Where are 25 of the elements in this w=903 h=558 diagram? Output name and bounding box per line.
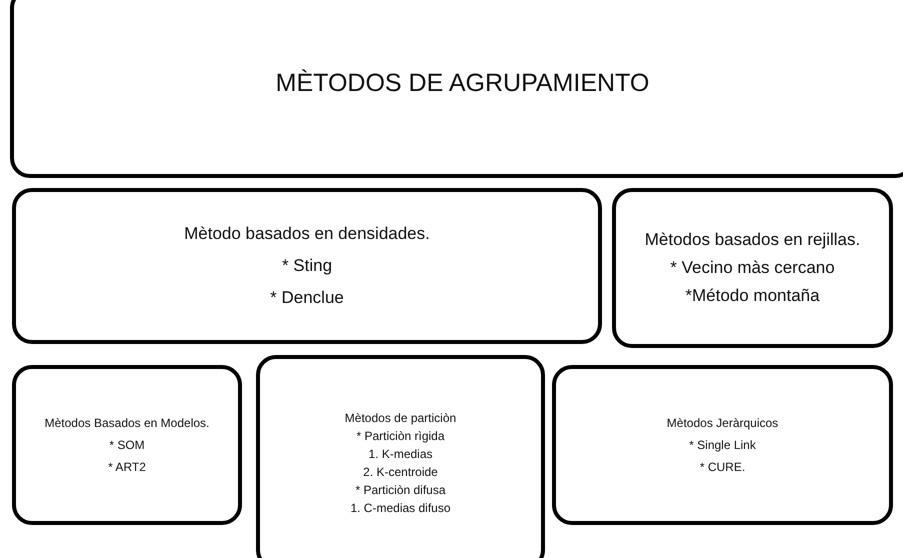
list-item: * Denclue <box>270 288 344 308</box>
list-item: * Particiòn difusa <box>355 482 446 496</box>
category-heading: Mètodos de particiòn <box>344 410 456 424</box>
list-item: * SOM <box>109 438 145 452</box>
list-item: 1. C-medias difuso <box>350 500 451 514</box>
category-box <box>612 188 893 348</box>
list-item: 2. K-centroide <box>363 464 438 478</box>
category-box <box>12 365 242 525</box>
list-item: *Método montaña <box>685 286 820 306</box>
category-heading: Mètodos Basados en Modelos. <box>44 416 210 430</box>
list-item: 1. K-medias <box>368 446 433 460</box>
list-item: * ART2 <box>108 460 146 474</box>
list-item: * CURE. <box>700 460 746 474</box>
category-box <box>12 188 602 344</box>
title-box <box>10 0 903 178</box>
list-item: * Vecino màs cercano <box>670 258 835 278</box>
category-box <box>552 365 893 525</box>
list-item: * Sting <box>282 256 332 276</box>
category-heading: Mètodos basados en rejillas. <box>644 230 860 250</box>
diagram-heading: MÈTODOS DE AGRUPAMIENTO <box>276 68 650 98</box>
category-box <box>256 355 545 558</box>
list-item: * Particiòn rìgida <box>356 428 445 442</box>
category-heading: Mètodos Jeràrquicos <box>666 416 778 430</box>
list-item: * Single Link <box>689 438 756 452</box>
category-heading: Mètodo basados en densidades. <box>184 224 430 244</box>
